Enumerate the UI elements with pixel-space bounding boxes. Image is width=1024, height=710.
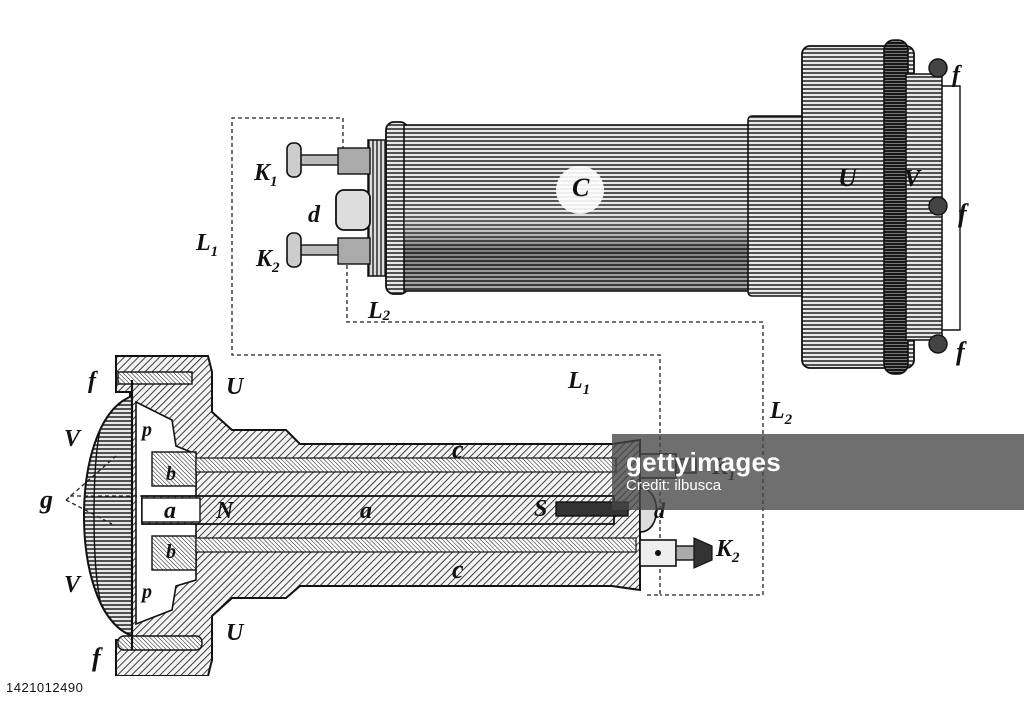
label-g-section: g (39, 485, 53, 514)
label-c-bottom-section: c (452, 555, 464, 584)
screw-f-mid (928, 196, 948, 216)
label-f-top-upper: f (952, 62, 962, 88)
magnet-bar (141, 495, 615, 525)
label-l2-section: L2 (769, 398, 793, 428)
label-n-section: N (215, 498, 235, 524)
label-b-top-section: b (166, 463, 176, 485)
section-screw-top (117, 371, 193, 385)
label-p-top-section: p (140, 419, 152, 441)
footer-bar (0, 676, 1024, 710)
watermark-credit: Credit: ilbusca (626, 477, 722, 494)
watermark-brand: gettyimages (626, 447, 782, 477)
label-a-left-section: a (164, 498, 176, 524)
label-u-bottom-section: U (226, 620, 245, 646)
exterior-view: K1 K2 d C U V f f f L1 L2 (195, 39, 969, 596)
barrel-highlight (556, 166, 604, 214)
diaphragm-bracket (942, 85, 961, 331)
wire-channel-top (195, 457, 617, 473)
label-f-bottom-section: f (92, 643, 103, 672)
screw-f-top (928, 58, 948, 78)
cross-section-view: f f U U V V g p p b b a N a c c S d K1 K… (39, 355, 793, 677)
terminal-k1-upper (286, 142, 371, 178)
label-k2-section: K2 (715, 536, 740, 566)
label-c-top-section: c (452, 435, 464, 464)
terminal-k2-upper (286, 232, 371, 268)
label-f-bottom-upper: f (956, 337, 967, 366)
label-k2-upper: K2 (255, 246, 280, 276)
label-p-bottom-section: p (140, 581, 152, 603)
label-u-upper: U (838, 163, 858, 192)
barrel-collar (747, 115, 807, 297)
nose-pin (335, 189, 371, 231)
ear-cup-rim (883, 39, 909, 375)
screw-f-bottom (928, 334, 948, 354)
label-l2-upper: L2 (367, 298, 391, 324)
label-l1-section: L1 (567, 368, 590, 398)
label-v-bottom-section: V (64, 572, 82, 598)
section-screw-bottom (117, 635, 203, 651)
label-k1-upper: K1 (253, 160, 278, 190)
label-f-mid-upper: f (958, 199, 969, 228)
watermark-banner: gettyimages Credit: ilbusca (612, 434, 1024, 510)
label-s-section: S (534, 496, 547, 522)
label-c-upper: C (572, 173, 590, 202)
magnet-pole-piece (141, 497, 201, 523)
label-a-mid-section: a (360, 498, 372, 524)
label-l1-upper: L1 (195, 230, 218, 260)
wire-channel-bottom (195, 537, 637, 553)
coil-b-bottom (151, 535, 197, 571)
label-b-bottom-section: b (166, 541, 176, 563)
lead-wire-l1-upper (231, 117, 661, 596)
label-v-upper: V (904, 166, 922, 192)
label-u-top-section: U (226, 374, 245, 400)
label-d-upper: d (308, 202, 321, 228)
leader-g (65, 455, 150, 525)
label-f-top-section: f (88, 368, 98, 394)
lead-wire-l2-upper (346, 258, 764, 596)
mouthpiece-v (82, 394, 133, 638)
terminal-k2-section (639, 537, 713, 569)
image-id-text: 1421012490 (6, 680, 84, 695)
label-v-top-section: V (64, 426, 82, 452)
